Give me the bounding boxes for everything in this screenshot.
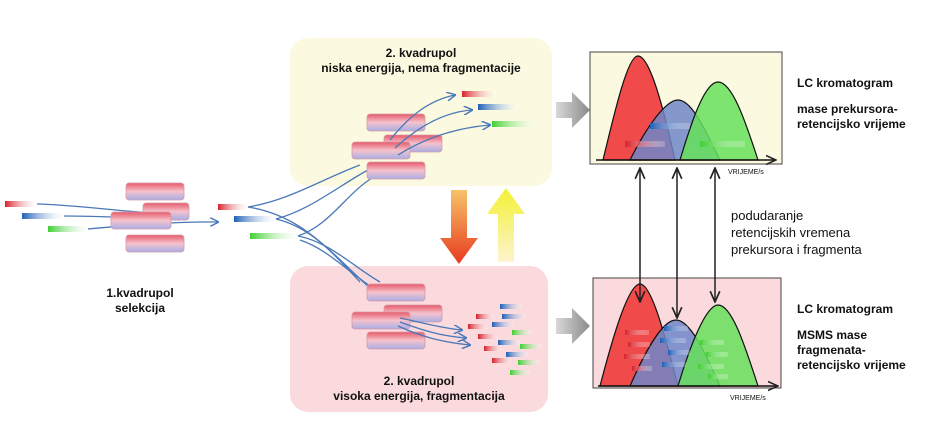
stage1-line1: 1.kvadrupol xyxy=(106,286,174,300)
lc-top-title: LC kromatogram xyxy=(797,76,894,90)
high-energy-paths xyxy=(397,317,470,345)
incoming-ions xyxy=(5,201,88,232)
quad-high-line1: 2. kvadrupol xyxy=(383,374,455,388)
matching-line2: retencijskih vremena xyxy=(731,225,851,240)
stage1-label: 1.kvadrupol selekcija xyxy=(95,286,185,316)
quad-low-line2: niska energija, nema fragmentacije xyxy=(321,61,521,75)
quad-high-line2: visoka energija, fragmentacija xyxy=(333,389,505,403)
quad-high-label: 2. kvadrupol visoka energija, fragmentac… xyxy=(296,374,542,404)
arrow-to-lc-bottom xyxy=(556,308,590,344)
lc-top-peaks xyxy=(602,55,759,161)
fragment-ions xyxy=(468,304,542,375)
quadrupole-1 xyxy=(110,182,190,253)
low-energy-paths xyxy=(389,95,490,156)
lc-bottom-title: LC kromatogram xyxy=(797,302,894,316)
lc-bottom-labels: LC kromatogram MSMS mase fragmenata- ret… xyxy=(797,302,942,373)
lc-bottom-axis-label: VRIJEME/s xyxy=(730,395,766,402)
quad-low-line1: 2. kvadrupol xyxy=(385,46,457,60)
lc-top-line2: retencijsko vrijeme xyxy=(797,117,906,131)
retention-matching-arrows xyxy=(640,168,715,318)
arrow-down-energy xyxy=(440,190,478,264)
matching-line1: podudaranje xyxy=(731,208,804,223)
lc-top-labels: LC kromatogram mase prekursora- retencij… xyxy=(797,76,942,132)
lc-bottom-line3: retencijsko vrijeme xyxy=(797,358,906,372)
lc-bottom-line2: fragmenata- xyxy=(797,343,866,357)
arrow-to-lc-top xyxy=(556,92,590,128)
ion-paths-to-cells xyxy=(247,164,386,297)
quad-low-label: 2. kvadrupol niska energija, nema fragme… xyxy=(296,46,546,76)
intact-precursors xyxy=(462,91,536,127)
matching-line3: prekursora i fragmenta xyxy=(731,242,862,257)
lc-bottom-line1: MSMS mase xyxy=(797,328,868,342)
arrow-up-energy xyxy=(487,188,525,262)
lc-bottom-peaks xyxy=(599,283,759,387)
matching-label: podudaranje retencijskih vremena prekurs… xyxy=(731,207,901,258)
lc-top-axis-label: VRIJEME/s xyxy=(728,169,764,176)
selected-ions xyxy=(218,204,298,239)
stage1-line2: selekcija xyxy=(114,301,166,315)
lc-top-line1: mase prekursora- xyxy=(797,102,898,116)
quadrupole-2-high xyxy=(351,283,443,350)
